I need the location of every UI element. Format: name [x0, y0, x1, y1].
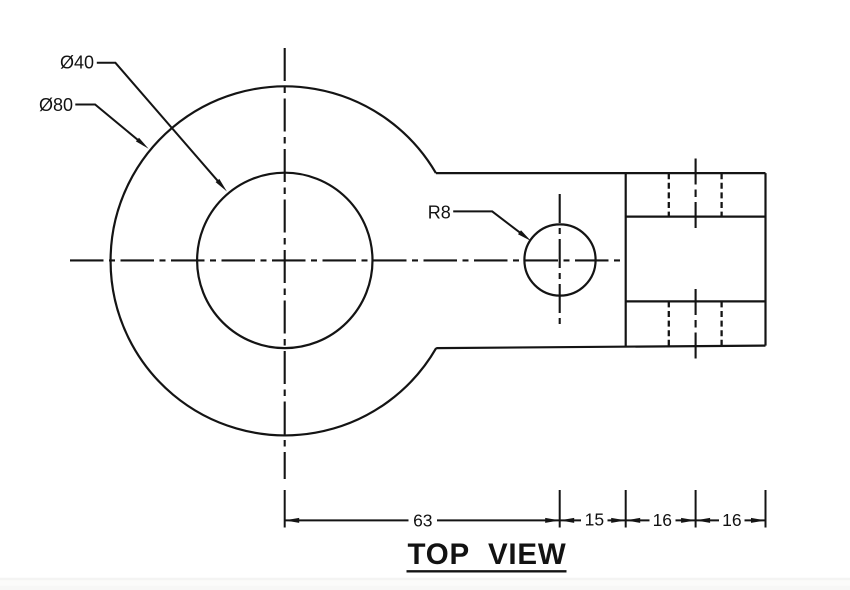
svg-text:Ø40: Ø40 — [60, 52, 94, 72]
svg-text:TOP VIEW: TOP VIEW — [407, 538, 566, 571]
svg-text:63: 63 — [413, 511, 432, 531]
svg-text:16: 16 — [722, 510, 741, 530]
svg-text:R8: R8 — [428, 202, 451, 222]
svg-text:16: 16 — [653, 510, 672, 530]
svg-text:Ø80: Ø80 — [39, 95, 73, 115]
svg-text:15: 15 — [585, 510, 604, 530]
